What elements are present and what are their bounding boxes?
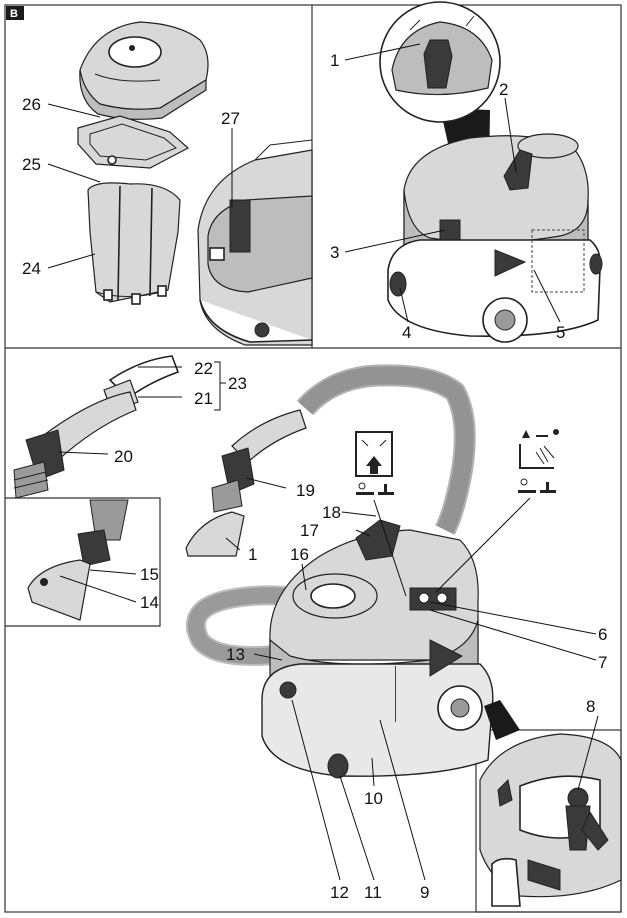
callout-20: 20	[114, 447, 133, 466]
callout-22: 22	[194, 359, 213, 378]
open-tank-machine-drawing	[197, 139, 313, 346]
callout-11: 11	[364, 883, 382, 902]
main-machine	[185, 364, 494, 779]
callout-4: 4	[402, 323, 411, 342]
callout-6: 6	[598, 625, 607, 644]
callout-15: 15	[140, 565, 159, 584]
hand-tool-inset	[13, 355, 180, 499]
callout-7: 7	[598, 653, 607, 672]
callout-8: 8	[586, 697, 595, 716]
filter-seal-drawing	[77, 115, 190, 169]
callout-14: 14	[140, 593, 159, 612]
callout-1-main: 1	[248, 545, 257, 564]
callout-19: 19	[296, 481, 315, 500]
callout-27: 27	[221, 109, 240, 128]
spray-pictogram	[518, 429, 559, 493]
panel-tag-label: B	[10, 8, 18, 20]
callout-labels: 26 25 24 27 1 2 3 4 5 22 21 23 20 19 1 1…	[22, 51, 607, 902]
machine-body-top-right-drawing	[387, 133, 603, 343]
callout-10: 10	[364, 789, 383, 808]
callout-23: 23	[228, 374, 247, 393]
panel-tag: B	[6, 6, 24, 20]
callout-25: 25	[22, 155, 41, 174]
filter-basket-drawing	[87, 182, 181, 305]
callout-16: 16	[290, 545, 309, 564]
upper-lid-drawing	[79, 21, 209, 120]
suction-pictogram	[355, 431, 394, 495]
exploded-filter-parts	[77, 21, 313, 346]
filler-zoom-inset	[479, 700, 622, 907]
callout-1-top: 1	[330, 51, 339, 70]
callout-17: 17	[300, 521, 319, 540]
callout-13: 13	[226, 645, 245, 664]
callout-3: 3	[330, 243, 339, 262]
upholstery-nozzle-inset	[27, 499, 129, 621]
callout-21: 21	[194, 389, 213, 408]
callout-18: 18	[322, 503, 341, 522]
machine-top-right	[379, 1, 603, 343]
callout-12: 12	[330, 883, 349, 902]
callout-2: 2	[499, 80, 508, 99]
callout-26: 26	[22, 95, 41, 114]
callout-9: 9	[420, 883, 429, 902]
callout-24: 24	[22, 259, 41, 278]
leader-lines	[47, 43, 599, 881]
callout-5: 5	[556, 323, 565, 342]
